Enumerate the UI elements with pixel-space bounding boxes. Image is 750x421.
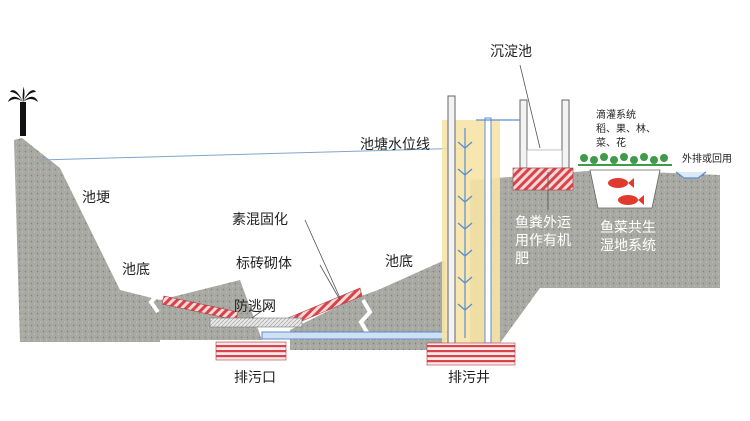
palm-tree-icon [8,86,38,138]
water-line [39,147,471,161]
label-manure-2: 用作有机 [515,233,571,249]
right-bank [470,170,720,350]
sewage-well-base [426,342,516,366]
escape-net [209,317,303,328]
label-pond-bottom-left: 池底 [122,262,150,278]
label-water-line: 池塘水位线 [360,137,430,153]
plants [580,153,668,164]
settling-tank [526,149,563,169]
outlet-block [215,341,287,361]
fish-icons [608,178,644,205]
label-manure-3: 肥 [515,251,529,267]
drain-pipe [261,331,455,340]
label-symbiosis-2: 湿地系统 [600,238,656,254]
label-crops-1: 稻、果、林、 [596,124,656,135]
label-settling-tank: 沉淀池 [490,44,532,60]
label-pond-bottom-right: 池底 [385,254,413,270]
label-discharge: 外排或回用 [682,154,732,165]
label-cement-fix: 素混固化 [232,212,288,228]
label-symbiosis-1: 鱼菜共生 [600,220,656,236]
label-manure-1: 鱼粪外运 [515,215,571,231]
label-brick-masonry: 标砖砌体 [236,256,292,272]
left-bank [14,138,160,342]
label-outlet: 排污口 [234,370,276,386]
label-pond-ridge: 池埂 [82,190,110,206]
label-escape-net: 防逃网 [234,299,276,315]
label-sewage-well: 排污井 [448,370,490,386]
label-crops-2: 菜、花 [596,138,626,149]
label-drip-system: 滴灌系统 [596,110,636,121]
y-fittings [457,141,473,311]
